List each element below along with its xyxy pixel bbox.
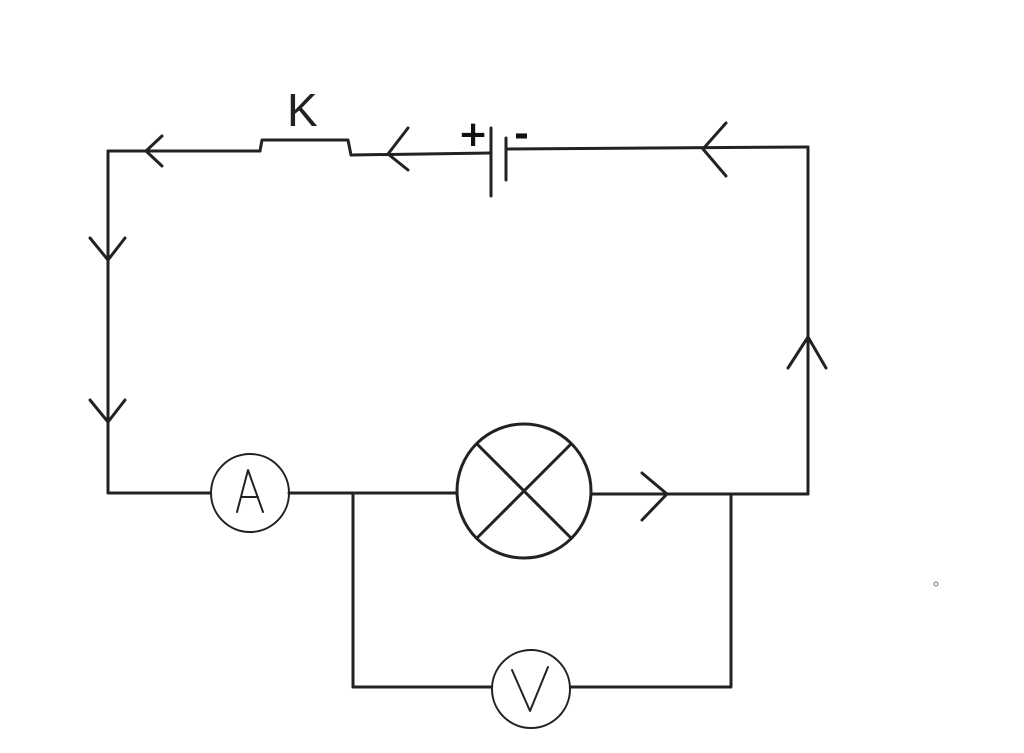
wire-top-right	[504, 145, 810, 151]
ammeter-icon	[210, 453, 290, 533]
current-arrow-icon	[640, 471, 669, 522]
switch-k	[258, 138, 353, 157]
wire-top-middle	[349, 151, 493, 157]
battery-plus-sign: +	[458, 114, 488, 155]
current-arrow-icon	[386, 126, 410, 172]
current-arrow-icon	[88, 398, 127, 424]
voltmeter-icon	[491, 649, 571, 729]
stray-dot	[933, 581, 939, 587]
voltmeter-letter-v	[511, 666, 549, 712]
ammeter-letter-a	[236, 469, 264, 513]
current-arrow-icon	[144, 134, 164, 168]
switch-label: K	[287, 84, 318, 136]
battery-minus-sign: -	[514, 114, 529, 155]
current-arrow-icon	[786, 335, 828, 370]
battery-cell-icon	[489, 126, 508, 198]
lamp-cross-icon	[455, 422, 593, 560]
current-arrow-icon	[88, 236, 127, 262]
wire-voltmeter-branch-left	[351, 491, 495, 689]
current-arrow-icon	[701, 121, 728, 178]
wire-voltmeter-branch-right	[568, 492, 733, 689]
